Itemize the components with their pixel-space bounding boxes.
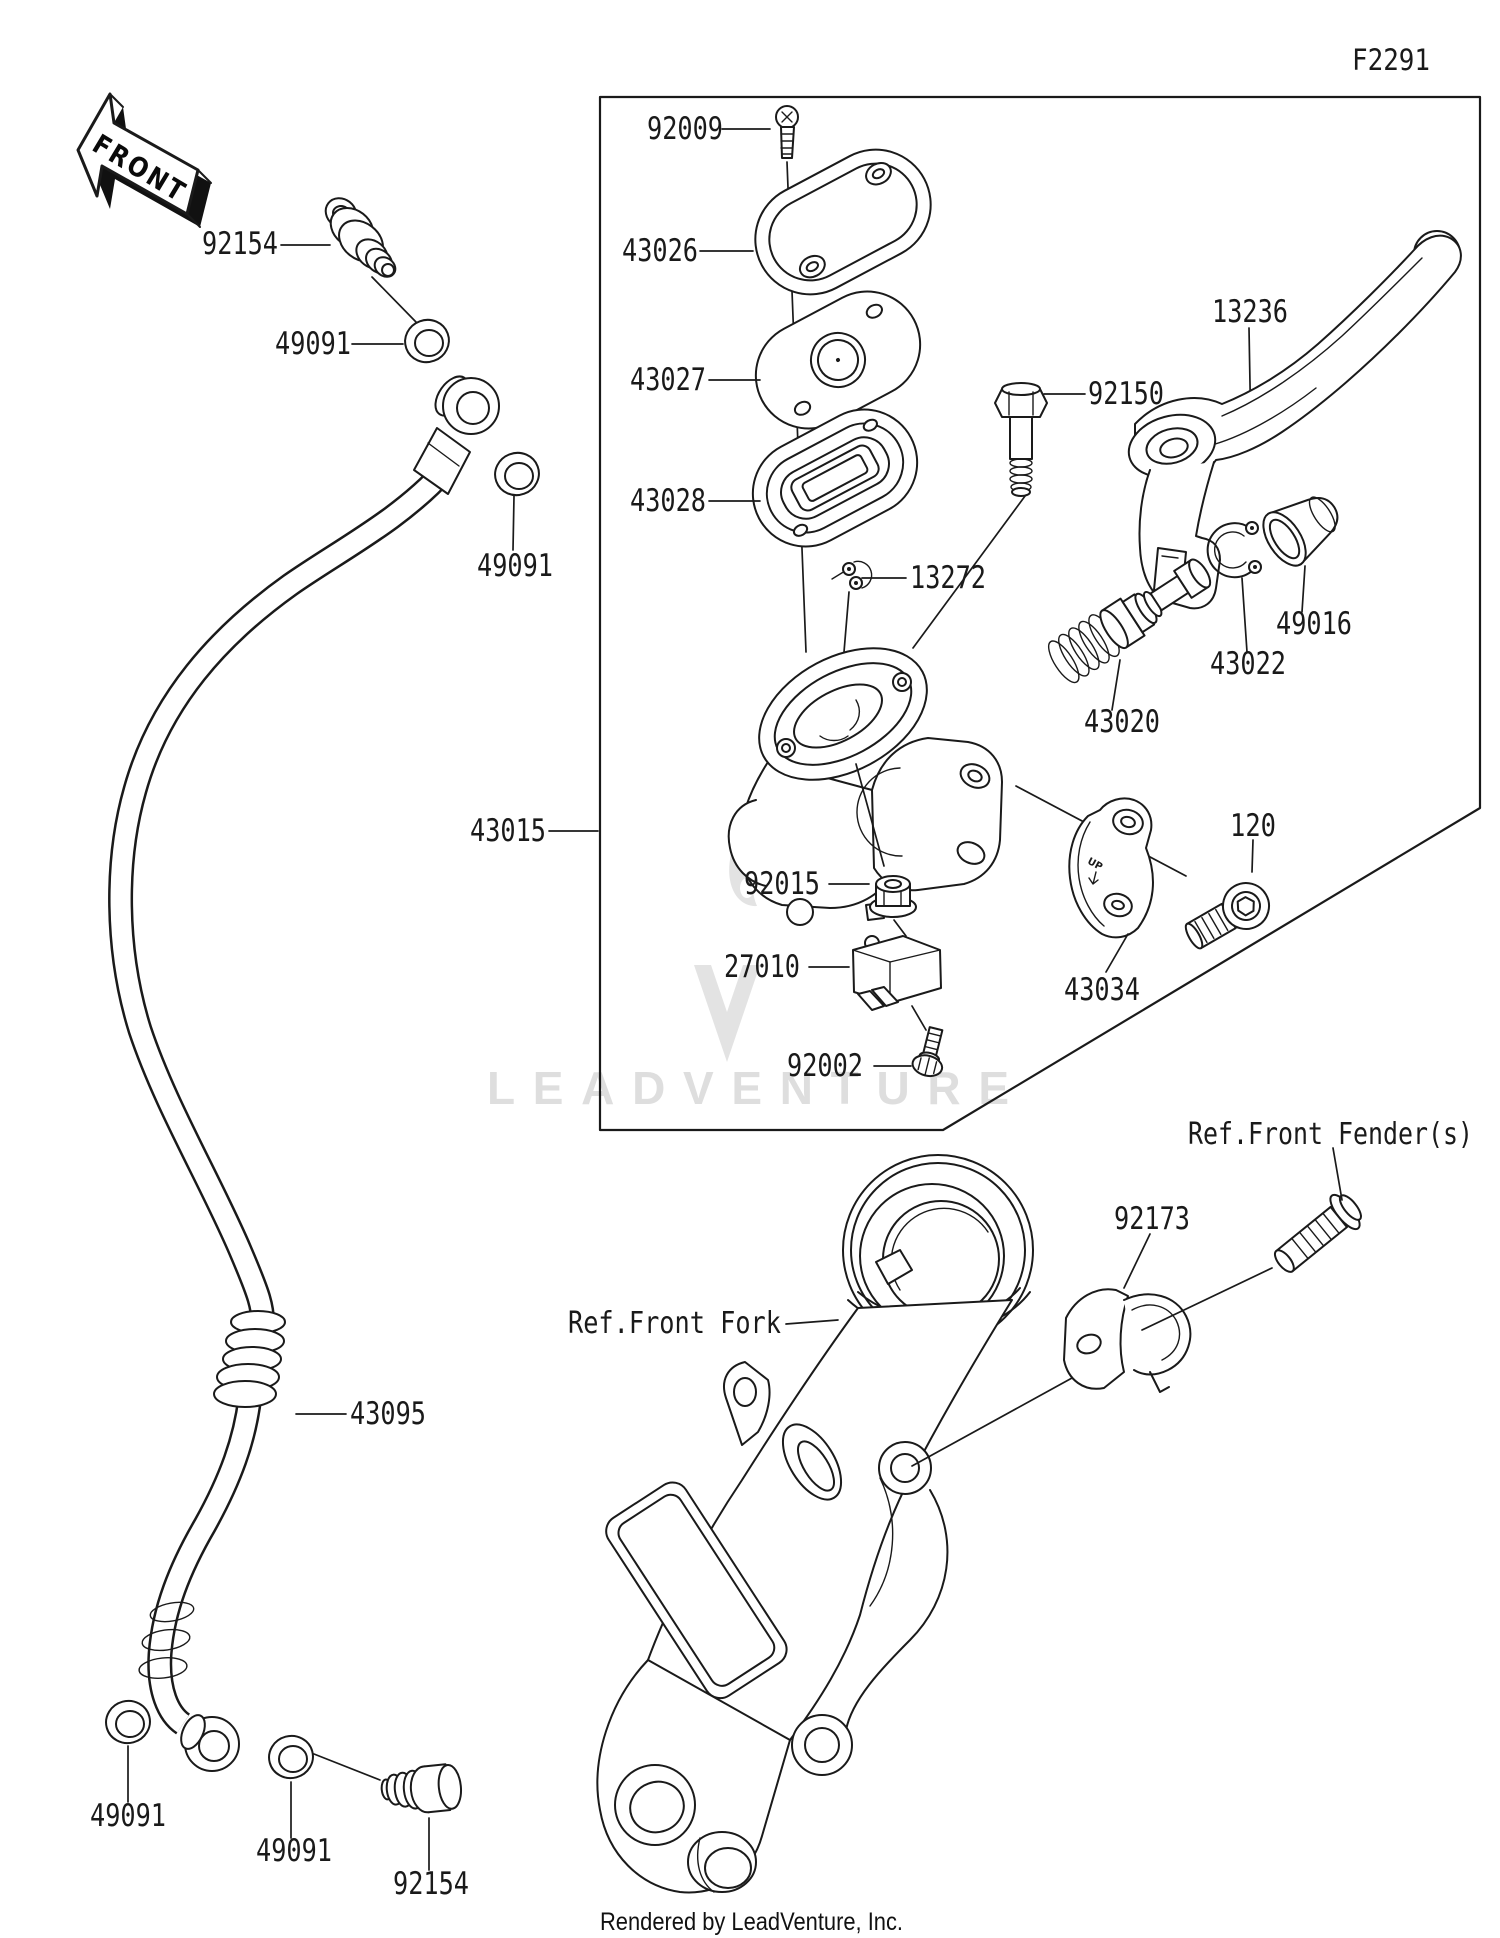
callout-43015: 43015 <box>470 813 546 849</box>
callout-120: 120 <box>1230 808 1276 844</box>
callout-43028: 43028 <box>630 483 706 519</box>
part-handlebar-clamp-drawing: UP <box>1068 797 1154 939</box>
part-washer-49091-top-drawing <box>404 318 450 364</box>
callout-49091-bottom-left: 49091 <box>90 1798 166 1834</box>
ref-front-fork-label: Ref.Front Fork <box>568 1306 781 1341</box>
part-brake-lever-drawing <box>1127 230 1462 610</box>
part-banjo-bolt-top-drawing <box>324 197 397 278</box>
callout-49016: 49016 <box>1276 606 1352 642</box>
callout-92154-top: 92154 <box>202 226 278 262</box>
part-front-fork-drawing <box>596 1154 1034 1894</box>
callout-92002: 92002 <box>787 1048 863 1084</box>
callout-43034: 43034 <box>1064 972 1140 1008</box>
part-circlip-drawing <box>1206 521 1262 579</box>
part-master-cylinder-body-drawing <box>727 647 1003 926</box>
part-diaphragm-drawing <box>751 408 919 548</box>
part-brake-hose-drawing <box>108 375 500 1772</box>
parts-group-border <box>598 95 1482 1132</box>
part-clamp-bolt-drawing <box>1184 882 1270 950</box>
callout-92009: 92009 <box>647 111 723 147</box>
callout-43026: 43026 <box>622 233 698 269</box>
part-diaphragm-plate-drawing <box>754 290 922 430</box>
part-hose-clamp-drawing <box>1063 1288 1192 1393</box>
callout-43095: 43095 <box>350 1396 426 1432</box>
part-pivot-bolt-drawing <box>994 382 1048 497</box>
callout-43020: 43020 <box>1084 704 1160 740</box>
callout-92154-bottom: 92154 <box>393 1866 469 1902</box>
part-washer-49091-bottom-mid-drawing <box>268 1734 314 1780</box>
page-code: F2291 <box>1352 43 1430 77</box>
part-switch-screw-drawing <box>911 1026 944 1078</box>
part-dust-boot-drawing <box>1262 496 1339 567</box>
ref-front-fender-label: Ref.Front Fender(s) <box>1188 1117 1473 1152</box>
callout-43022: 43022 <box>1210 646 1286 682</box>
callout-49091-top: 49091 <box>275 326 351 362</box>
callout-13272: 13272 <box>910 560 986 596</box>
part-washer-49091-bottom-left-drawing <box>105 1699 151 1745</box>
callout-92173: 92173 <box>1114 1201 1190 1237</box>
front-direction-arrow: FRONT <box>76 92 212 228</box>
callout-13236: 13236 <box>1212 294 1288 330</box>
part-fender-bolt-drawing <box>1273 1193 1362 1273</box>
leader-lines <box>127 128 1343 1871</box>
part-banjo-bolt-bottom-drawing <box>380 1763 463 1814</box>
callout-92150: 92150 <box>1088 376 1164 412</box>
part-piston-assembly-drawing <box>1047 558 1212 684</box>
part-reservoir-cap-drawing <box>754 148 932 296</box>
part-washer-49091-mid-drawing <box>494 451 540 497</box>
part-clip-13272-drawing <box>831 560 873 590</box>
part-screw-92009-drawing <box>775 105 799 159</box>
callout-49091-mid: 49091 <box>477 548 553 584</box>
footer-credit: Rendered by LeadVenture, Inc. <box>600 1908 903 1936</box>
watermark-v-icon <box>694 965 760 1062</box>
callout-49091-bottom-mid: 49091 <box>256 1833 332 1869</box>
callout-92015: 92015 <box>744 866 820 902</box>
callout-labels: 92154 49091 49091 92009 43026 43027 4302… <box>90 111 1352 1902</box>
part-nut-92015-drawing <box>869 875 917 918</box>
callout-43027: 43027 <box>630 362 706 398</box>
callout-27010: 27010 <box>724 949 800 985</box>
part-brake-switch-drawing <box>852 935 942 1011</box>
